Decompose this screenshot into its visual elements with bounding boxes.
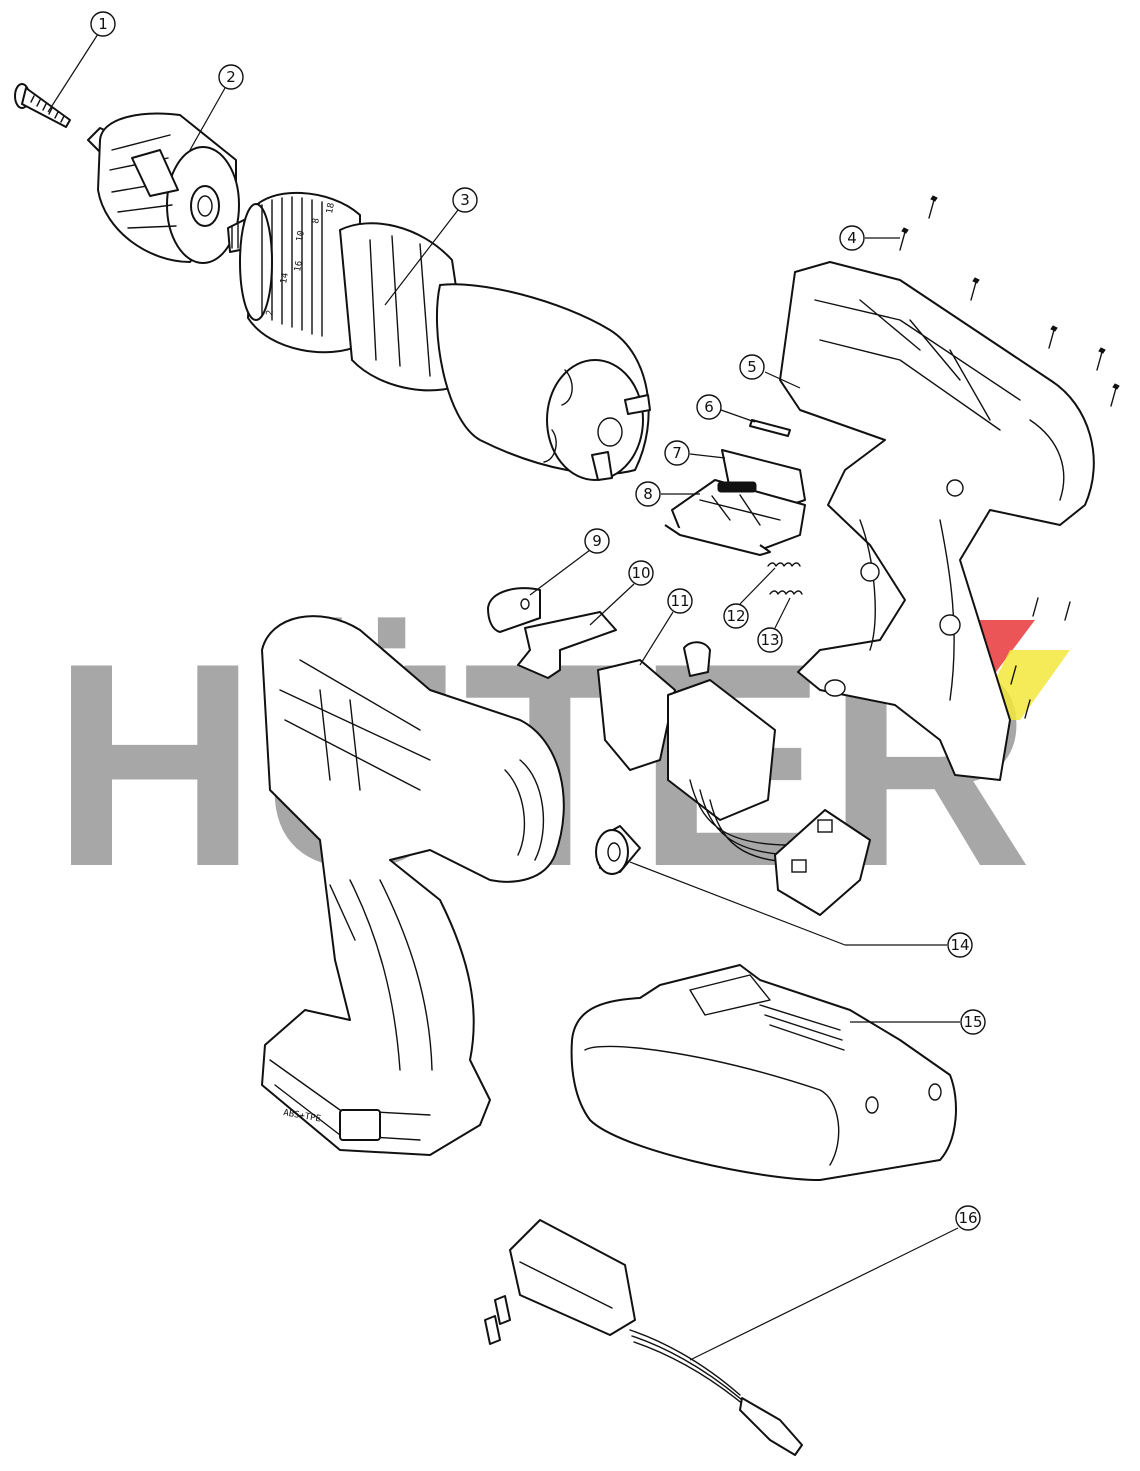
gearbox-motor-icon: 8 10 14 16 18 2 [227, 192, 651, 481]
scale-16: 16 [293, 260, 305, 272]
battery-icon [570, 964, 957, 1181]
svg-text:3: 3 [460, 191, 470, 209]
svg-text:12: 12 [726, 607, 745, 625]
scale-2: 2 [265, 309, 276, 316]
housing-screws [899, 195, 1120, 719]
callout-10: 10 [628, 560, 654, 586]
svg-text:5: 5 [747, 358, 757, 376]
drill-body-icon: ABS+TPE [261, 615, 565, 1156]
svg-text:2: 2 [226, 68, 236, 86]
svg-text:4: 4 [847, 229, 857, 247]
callout-2: 2 [218, 64, 244, 90]
callout-15: 15 [960, 1009, 986, 1035]
svg-text:9: 9 [592, 532, 602, 550]
callout-8: 8 [635, 481, 661, 507]
callout-7: 7 [664, 440, 690, 466]
spring-icon [767, 562, 803, 595]
housing-half-icon [779, 261, 1095, 781]
slider-icon [517, 611, 617, 679]
svg-text:10: 10 [631, 564, 650, 582]
svg-text:1: 1 [98, 15, 108, 33]
callouts: 1 2 3 4 5 6 [47, 11, 986, 1361]
callout-5: 5 [739, 354, 765, 380]
battery-indicator [339, 1109, 381, 1141]
scale-8: 8 [311, 217, 322, 224]
switch-icon [597, 641, 871, 916]
scale-18: 18 [325, 202, 337, 214]
callout-6: 6 [696, 394, 722, 420]
callout-12: 12 [723, 603, 749, 629]
svg-text:16: 16 [958, 1209, 977, 1227]
callout-14: 14 [947, 932, 973, 958]
chuck-icon [87, 112, 240, 264]
button-cap-icon [487, 587, 541, 633]
svg-text:14: 14 [950, 936, 969, 954]
svg-text:11: 11 [670, 592, 689, 610]
svg-text:15: 15 [963, 1013, 982, 1031]
scale-10: 10 [295, 230, 307, 242]
callout-4: 4 [839, 225, 865, 251]
svg-text:13: 13 [760, 631, 779, 649]
bearing-icon [595, 825, 641, 875]
scale-14: 14 [279, 272, 291, 284]
charger-icon [484, 1219, 803, 1456]
svg-text:8: 8 [643, 485, 653, 503]
callout-11: 11 [667, 588, 693, 614]
callout-13: 13 [757, 627, 783, 653]
svg-text:6: 6 [704, 398, 714, 416]
callout-3: 3 [452, 187, 478, 213]
callout-1: 1 [90, 11, 116, 37]
callout-9: 9 [584, 528, 610, 554]
screw-icon [14, 83, 71, 128]
callout-16: 16 [955, 1205, 981, 1231]
switch-plate-icon [664, 419, 806, 556]
svg-text:7: 7 [672, 444, 682, 462]
